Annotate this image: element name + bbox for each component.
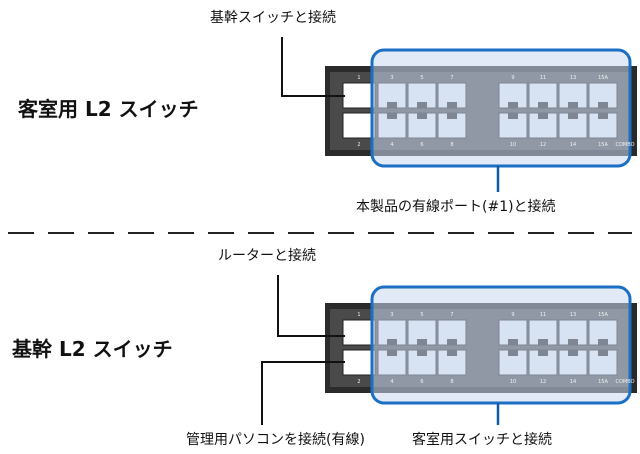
port-number: 13 <box>570 312 576 318</box>
callout-label: 基幹スイッチと接続 <box>210 9 336 26</box>
port-number: 10 <box>510 379 516 385</box>
port-number: 15A <box>598 142 608 148</box>
device-title: 基幹 L2 スイッチ <box>12 337 173 361</box>
port-2 <box>342 112 376 139</box>
port-number: 11 <box>540 75 546 81</box>
top-switch: 1 2 3 4 5 6 7 8 9 10 11 12 13 14 15A 15A… <box>325 48 637 168</box>
callout-line <box>281 37 345 97</box>
port-number: 12 <box>540 379 546 385</box>
callout-label: 客室用スイッチと接続 <box>412 431 552 448</box>
port-number: 3 <box>390 312 393 318</box>
callout-label: 本製品の有線ポート(#1)と接続 <box>356 198 556 215</box>
callout-line <box>261 361 345 425</box>
port-number: 5 <box>420 75 423 81</box>
port-number: 15A <box>598 379 608 385</box>
combo-label: COMBO <box>615 379 634 385</box>
callout-line <box>277 275 345 337</box>
port-number: 13 <box>570 75 576 81</box>
port-number: 10 <box>510 142 516 148</box>
port-number: 2 <box>357 379 360 385</box>
port-number: 11 <box>540 312 546 318</box>
port-number: 1 <box>357 75 360 81</box>
device-title: 客室用 L2 スイッチ <box>17 97 199 121</box>
port-number: 4 <box>390 379 393 385</box>
port-number: 2 <box>357 142 360 148</box>
port-number: 7 <box>450 312 453 318</box>
callout-label: 管理用パソコンを接続(有線) <box>186 431 365 448</box>
port-number: 3 <box>390 75 393 81</box>
port-number: 8 <box>450 379 453 385</box>
port-number: 15A <box>598 75 608 81</box>
callout-label: ルーターと接続 <box>218 247 316 264</box>
port-number: 1 <box>357 312 360 318</box>
combo-label: COMBO <box>615 142 634 148</box>
highlight-box <box>370 285 632 405</box>
bottom-switch: 1 2 3 4 5 6 7 8 9 10 11 12 13 14 15A 15A… <box>325 285 637 405</box>
port-1 <box>342 82 376 109</box>
port-number: 6 <box>420 142 423 148</box>
port-2 <box>342 349 376 376</box>
port-number: 9 <box>511 312 514 318</box>
port-1 <box>342 319 376 346</box>
port-number: 14 <box>570 142 576 148</box>
port-number: 12 <box>540 142 546 148</box>
port-number: 4 <box>390 142 393 148</box>
port-number: 5 <box>420 312 423 318</box>
uplink-port-group <box>342 319 376 376</box>
port-number: 8 <box>450 142 453 148</box>
port-number: 9 <box>511 75 514 81</box>
highlight-box <box>370 48 632 168</box>
port-number: 6 <box>420 379 423 385</box>
port-number: 14 <box>570 379 576 385</box>
port-number: 7 <box>450 75 453 81</box>
port-number: 15A <box>598 312 608 318</box>
